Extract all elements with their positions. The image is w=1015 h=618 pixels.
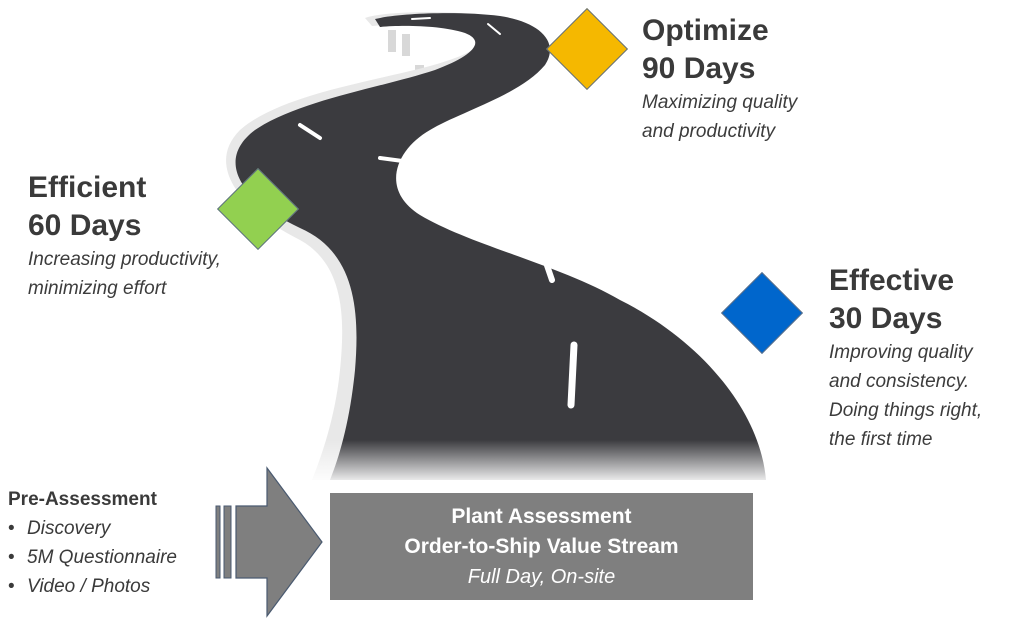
milestone-optimize-days: 90 Days	[642, 52, 756, 85]
milestone-effective: Effective 30 Days Improving quality and …	[829, 262, 982, 454]
list-item: • Discovery	[8, 514, 177, 543]
pre-assessment-list: • Discovery • 5M Questionnaire • Video / Ph…	[8, 514, 177, 601]
milestone-optimize-desc-1: Maximizing quality	[642, 92, 798, 113]
plant-assessment-subtitle: Order-to-Ship Value Stream	[404, 534, 679, 558]
milestone-optimize-label: Optimize	[642, 14, 769, 47]
milestone-efficient-days: 60 Days	[28, 209, 142, 242]
milestone-efficient-label: Efficient	[28, 171, 147, 204]
list-item-label: Discovery	[27, 518, 111, 539]
bullet-icon: •	[8, 576, 15, 597]
milestone-optimize: Optimize 90 Days Maximizing quality and …	[642, 12, 797, 146]
milestone-efficient-desc-1: Increasing productivity,	[28, 249, 221, 270]
road-surface	[235, 13, 767, 481]
milestone-efficient: Efficient 60 Days Increasing productivit…	[28, 169, 221, 303]
milestone-efficient-desc-2: minimizing effort	[28, 278, 167, 299]
plant-assessment-title: Plant Assessment	[451, 504, 632, 528]
plant-assessment-box: Plant Assessment Order-to-Ship Value Str…	[330, 493, 753, 600]
bullet-icon: •	[8, 547, 15, 568]
milestone-effective-days: 30 Days	[829, 302, 943, 335]
bullet-icon: •	[8, 518, 15, 539]
milestone-effective-desc-1: Improving quality	[829, 342, 973, 363]
list-item-label: Video / Photos	[27, 576, 151, 597]
pre-assessment-title: Pre-Assessment	[8, 489, 157, 510]
milestone-optimize-desc-2: and productivity	[642, 121, 776, 142]
list-item: • 5M Questionnaire	[8, 543, 177, 572]
road-fade	[300, 440, 780, 485]
road-lane-markings	[290, 17, 578, 409]
milestone-effective-desc-3: Doing things right,	[829, 400, 983, 421]
milestone-effective-desc-2: and consistency.	[829, 371, 970, 392]
plant-assessment-detail: Full Day, On-site	[467, 565, 616, 588]
striped-right-arrow-icon	[215, 466, 323, 618]
pre-assessment: Pre-Assessment • Discovery • 5M Questionna…	[8, 486, 177, 601]
list-item: • Video / Photos	[8, 572, 177, 601]
milestone-effective-label: Effective	[829, 264, 955, 297]
list-item-label: 5M Questionnaire	[27, 547, 177, 568]
milestone-effective-desc-4: the first time	[829, 429, 933, 450]
